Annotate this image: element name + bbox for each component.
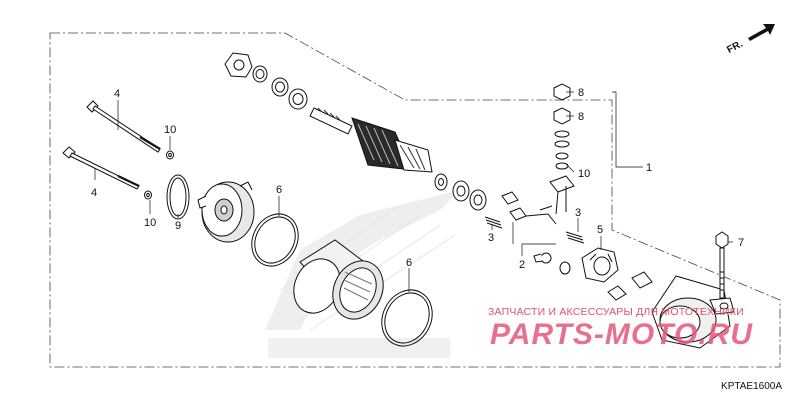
brush-holder [559,247,619,283]
callout-7: 7 [738,237,744,249]
thrust-washers-mid [434,173,487,211]
callout-10-left-lower: 10 [144,217,156,229]
armature [309,107,433,173]
callout-10-left-upper: 10 [164,124,176,136]
callout-3-left: 3 [488,232,494,244]
callout-5: 5 [597,224,603,236]
mounting-bolt [715,231,729,299]
front-direction-arrow [748,24,775,41]
shaft-washers [252,65,308,110]
o-ring-large-front [381,289,433,347]
callout-10-right: 10 [578,168,590,180]
callout-4-lower: 4 [91,187,97,199]
watermark-tagline: ЗАПЧАСТИ И АКСЕССУАРЫ ДЛЯ МОТОТЕХНИКИ [488,306,744,318]
direction-label: FR. [725,38,745,55]
brush-spring-right [565,231,585,244]
callout-8-upper: 8 [578,87,584,99]
callout-3-right: 3 [575,207,581,219]
o-ring [166,174,190,220]
watermark-brand: PARTS-MOTO.RU [490,318,754,351]
washer-left-upper [166,150,174,160]
callout-6-front: 6 [406,257,412,269]
callout-labels: 4 4 10 10 9 6 6 3 3 2 5 8 8 10 1 7 [91,87,744,271]
front-cover [197,181,255,243]
o-ring-large-rear [251,213,299,267]
leader-lines [94,91,733,292]
callout-9: 9 [175,220,181,232]
long-bolt-upper [86,100,161,153]
rear-cover [651,275,735,349]
callout-4-upper: 4 [114,88,120,100]
bearing-plate [224,52,253,78]
brush-spring-left [484,216,503,229]
rubber-seal [607,271,653,301]
motor-yoke [293,239,384,320]
terminal-stack [549,83,575,215]
callout-6-rear: 6 [276,184,282,196]
assembly-frame [49,32,781,368]
callout-8-lower: 8 [578,111,584,123]
callout-2: 2 [519,259,525,271]
diagram-code: KPTAE1600A [721,381,782,392]
long-bolt-lower [62,146,140,190]
brush-terminal [501,191,557,264]
callout-1: 1 [646,162,652,174]
washer-left-lower [144,190,152,200]
